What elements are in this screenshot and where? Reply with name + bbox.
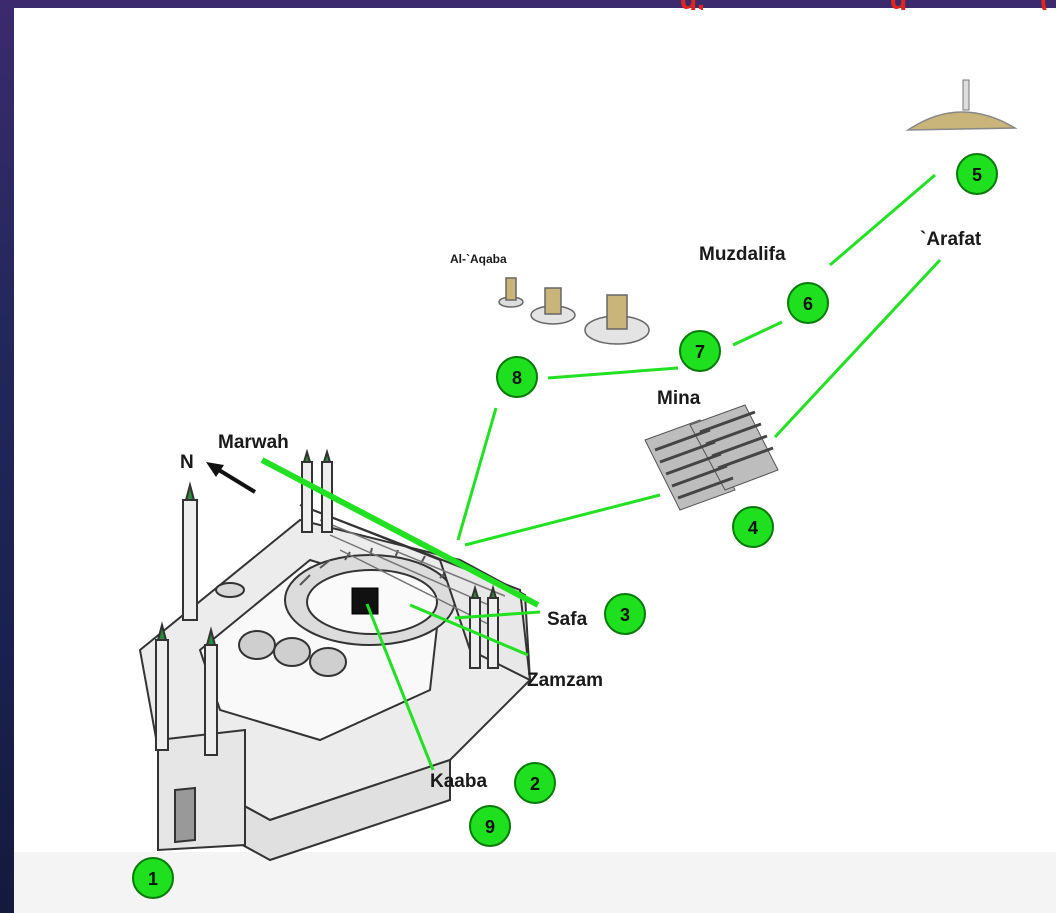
svg-text:8: 8 <box>512 368 522 388</box>
route-line-safa <box>454 610 541 620</box>
station-marker-4: 4 <box>732 506 774 548</box>
route-line-safa-marwah <box>260 457 540 608</box>
station-marker-5: 5 <box>956 153 998 195</box>
station-marker-3: 3 <box>604 593 646 635</box>
route-line-4-to-mina-start <box>464 493 661 547</box>
svg-text:6: 6 <box>803 294 813 314</box>
svg-text:3: 3 <box>620 605 630 625</box>
route-line-6-to-7 <box>732 320 783 347</box>
svg-text:5: 5 <box>972 165 982 185</box>
route-line-mina-to-arafat <box>773 258 942 439</box>
bottom-strip <box>14 852 1056 913</box>
label-zamzam: Zamzam <box>527 670 603 691</box>
kaaba-icon <box>351 587 379 615</box>
station-marker-2: 2 <box>514 762 556 804</box>
label-north: N <box>180 452 194 473</box>
arafat-mount-drawing <box>905 79 1018 131</box>
label-aqaba: Al-`Aqaba <box>450 252 507 266</box>
station-marker-7: 7 <box>679 330 721 372</box>
label-mina: Mina <box>657 388 701 409</box>
label-muzdalifa: Muzdalifa <box>699 244 786 265</box>
route-line-zamzam <box>409 603 529 657</box>
cropped-header-text: g,g( <box>640 0 1056 10</box>
svg-text:2: 2 <box>530 774 540 794</box>
route-lines <box>260 173 942 771</box>
station-marker-9: 9 <box>469 805 511 847</box>
north-arrow-icon <box>206 462 257 494</box>
label-arafat: `Arafat <box>920 229 982 250</box>
route-line-7-to-8 <box>547 366 679 380</box>
haram-mosque-drawing <box>138 448 532 862</box>
route-line-5-to-6 <box>829 173 936 267</box>
station-marker-8: 8 <box>496 356 538 398</box>
svg-text:4: 4 <box>748 518 758 538</box>
station-marker-6: 6 <box>787 282 829 324</box>
mina-tents-drawing <box>644 404 779 511</box>
label-safa: Safa <box>547 609 588 630</box>
jamarat-pillars-drawing <box>498 277 650 345</box>
route-line-kaaba-to-2 <box>365 603 435 771</box>
label-kaaba: Kaaba <box>430 771 487 792</box>
station-marker-1: 1 <box>132 857 174 899</box>
label-marwah: Marwah <box>218 432 289 453</box>
route-line-4-to-8 <box>456 407 498 541</box>
svg-text:9: 9 <box>485 817 495 837</box>
svg-text:7: 7 <box>695 342 705 362</box>
svg-text:1: 1 <box>148 869 158 889</box>
